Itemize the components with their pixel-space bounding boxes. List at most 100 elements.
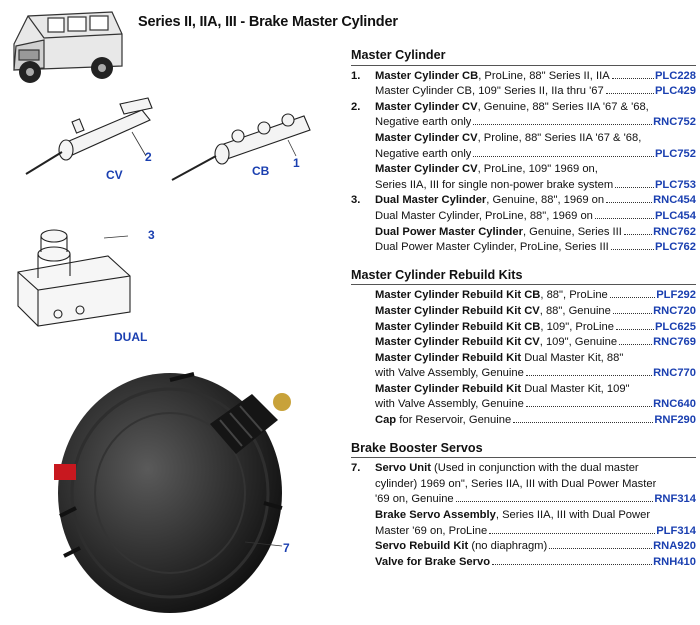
part-detail: cylinder) 1969 on", Series IIA, III with… xyxy=(375,477,657,490)
part-name: Valve for Brake Servo xyxy=(375,555,491,568)
part-row: with Valve Assembly, Genuine RNC770 xyxy=(351,366,696,382)
part-description: Servo Rebuild Kit (no diaphragm) xyxy=(375,539,547,555)
part-detail: (no diaphragm) xyxy=(468,540,548,553)
section-title: Master Cylinder Rebuild Kits xyxy=(351,268,696,286)
part-row: Dual Power Master Cylinder, Genuine, Ser… xyxy=(351,225,696,241)
part-row: Servo Rebuild Kit (no diaphragm) RNA920 xyxy=(351,539,696,555)
part-description: Negative earth only xyxy=(375,147,471,163)
dual-master-cylinder-illustration xyxy=(17,229,131,327)
part-detail: (Used in conjunction with the dual maste… xyxy=(430,462,639,475)
part-row: cylinder) 1969 on", Series IIA, III with… xyxy=(351,477,696,493)
part-number: RNC769 xyxy=(653,336,696,349)
part-description: Servo Unit (Used in conjunction with the… xyxy=(375,461,639,477)
dot-leader xyxy=(489,532,656,534)
dot-leader xyxy=(492,563,653,565)
part-row: Master Cylinder CV, ProLine, 109" 1969 o… xyxy=(351,162,696,178)
part-detail: , ProLine, 109" 1969 on, xyxy=(477,163,598,176)
dot-leader xyxy=(473,155,654,157)
callout-1: 1 xyxy=(293,156,300,170)
part-description: Dual Power Master Cylinder, Genuine, Ser… xyxy=(375,225,622,241)
part-number: PLF292 xyxy=(656,289,696,302)
part-row: Master Cylinder Rebuild Kit CV, 88", Gen… xyxy=(351,304,696,320)
part-detail: Series IIA, III for single non-power bra… xyxy=(375,178,614,191)
cv-master-cylinder-illustration xyxy=(25,97,153,175)
part-detail: Dual Master Kit, 109" xyxy=(521,382,630,395)
part-detail: , Genuine, 88", 1969 on xyxy=(486,194,605,207)
dot-leader xyxy=(455,501,654,503)
callout-3: 3 xyxy=(148,228,155,242)
part-detail: , ProLine, 88" Series II, IIA xyxy=(478,69,610,82)
part-description: Dual Power Master Cylinder, ProLine, Ser… xyxy=(375,240,609,256)
part-detail: , Proline, 88" Series IIA '67 & '68, xyxy=(477,131,642,144)
callout-2: 2 xyxy=(145,150,152,164)
part-row: Master Cylinder CV, Proline, 88" Series … xyxy=(351,131,696,147)
part-number: RNF314 xyxy=(654,493,696,506)
part-number: PLC454 xyxy=(654,209,696,222)
dot-leader xyxy=(619,344,653,346)
part-description: with Valve Assembly, Genuine xyxy=(375,366,524,382)
part-description: Master Cylinder Rebuild Kit Dual Master … xyxy=(375,351,623,367)
part-description: Master Cylinder Rebuild Kit CV, 109", Ge… xyxy=(375,335,617,351)
page-title: Series II, IIA, III - Brake Master Cylin… xyxy=(138,14,398,30)
part-name: Master Cylinder CB xyxy=(375,69,479,82)
part-detail: Negative earth only xyxy=(375,147,472,160)
part-number: PLC625 xyxy=(654,320,696,333)
part-number: RNH410 xyxy=(653,555,696,568)
dot-leader xyxy=(513,422,654,424)
part-row: Negative earth only PLC752 xyxy=(351,147,696,163)
part-number: PLC753 xyxy=(654,178,696,191)
part-row: Master Cylinder Rebuild Kit Dual Master … xyxy=(351,382,696,398)
part-detail: '69 on, Genuine xyxy=(375,493,454,506)
part-description: Master Cylinder Rebuild Kit Dual Master … xyxy=(375,382,630,398)
callout-dual: DUAL xyxy=(114,330,148,344)
part-detail: , 109", Genuine xyxy=(539,336,618,349)
item-number: 1. xyxy=(351,69,361,82)
callout-7: 7 xyxy=(283,541,290,555)
dot-leader xyxy=(610,249,654,251)
section-title: Brake Booster Servos xyxy=(351,441,696,459)
part-name: Master Cylinder Rebuild Kit CB xyxy=(375,289,541,302)
part-row: '69 on, Genuine RNF314 xyxy=(351,492,696,508)
part-name: Master Cylinder CV xyxy=(375,100,478,113)
part-row: 3.Dual Master Cylinder, Genuine, 88", 19… xyxy=(351,193,696,209)
part-name: Master Cylinder CV xyxy=(375,163,478,176)
dot-leader xyxy=(525,406,653,408)
part-detail: , Genuine, Series III xyxy=(522,225,622,238)
part-name: Servo Unit xyxy=(375,462,431,475)
part-number: RNC770 xyxy=(653,367,696,380)
part-description: Master Cylinder Rebuild Kit CB, 109", Pr… xyxy=(375,320,614,336)
dot-leader xyxy=(609,297,656,299)
part-row: 7. Servo Unit (Used in conjunction with t… xyxy=(351,461,696,477)
item-number: 7. xyxy=(351,462,361,475)
part-description: Master Cylinder CV, ProLine, 109" 1969 o… xyxy=(375,162,598,178)
part-number: PLC752 xyxy=(654,147,696,160)
part-detail: , 109", ProLine xyxy=(540,320,614,333)
dot-leader xyxy=(623,233,653,235)
part-description: '69 on, Genuine xyxy=(375,492,454,508)
part-detail: , 88", Genuine xyxy=(539,304,611,317)
part-description: Valve for Brake Servo xyxy=(375,555,490,571)
part-description: with Valve Assembly, Genuine xyxy=(375,397,524,413)
part-row: Master Cylinder CB, 109" Series II, IIa … xyxy=(351,84,696,100)
part-row: Master Cylinder Rebuild Kit CB, 109", Pr… xyxy=(351,320,696,336)
part-detail: , Genuine, 88" Series IIA '67 & '68, xyxy=(477,100,649,113)
part-description: Dual Master Cylinder, ProLine, 88", 1969… xyxy=(375,209,593,225)
part-number: RNA920 xyxy=(653,540,696,553)
section-brake-booster-servos: Brake Booster Servos 7. Servo Unit (Used i… xyxy=(351,441,696,571)
part-row: Master Cylinder Rebuild Kit CB, 88", Pro… xyxy=(351,288,696,304)
part-row: Valve for Brake Servo RNH410 xyxy=(351,555,696,571)
part-number: PLC429 xyxy=(654,85,696,98)
land-rover-illustration xyxy=(13,11,123,83)
part-number: PLF314 xyxy=(656,524,696,537)
part-detail: , Series IIA, III with Dual Power xyxy=(495,509,651,522)
part-description: Brake Servo Assembly, Series IIA, III wi… xyxy=(375,508,650,524)
part-number: PLC762 xyxy=(654,241,696,254)
part-number: RNC454 xyxy=(653,194,696,207)
dot-leader xyxy=(615,186,654,188)
brake-booster-servo-photo xyxy=(54,372,291,613)
part-detail: for Reservoir, Genuine xyxy=(396,414,512,427)
